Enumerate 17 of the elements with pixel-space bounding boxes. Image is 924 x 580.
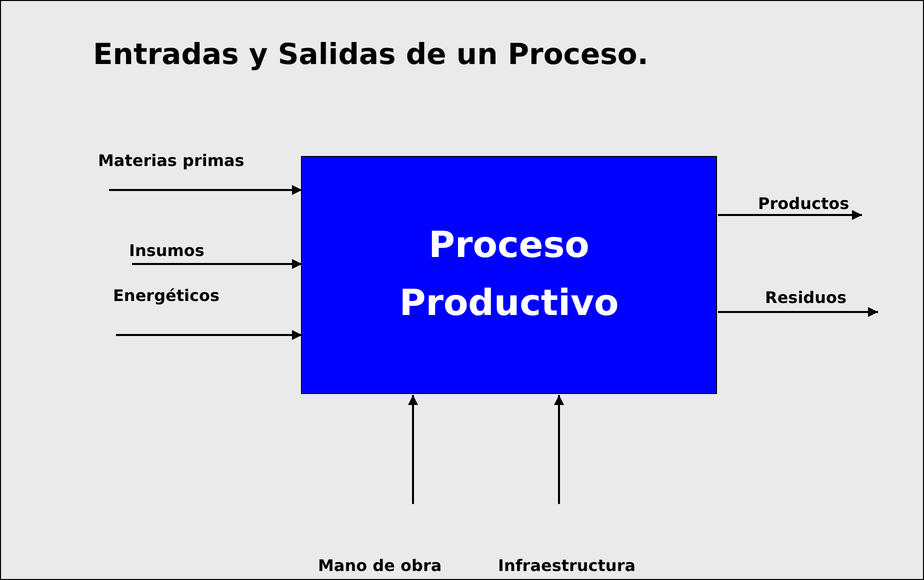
title: Entradas y Salidas de un Proceso. bbox=[93, 37, 648, 71]
flow-label: Materias primas bbox=[98, 151, 244, 170]
flow-label: Energéticos bbox=[113, 286, 220, 305]
arrow bbox=[132, 259, 302, 269]
flow-label: Mano de obra bbox=[318, 556, 442, 575]
flow-label: Productos bbox=[758, 194, 850, 213]
arrow bbox=[116, 330, 302, 340]
arrow bbox=[109, 185, 302, 195]
flow-label: Residuos bbox=[765, 288, 847, 307]
arrow bbox=[718, 210, 862, 220]
arrow bbox=[554, 395, 564, 504]
process-box bbox=[301, 156, 717, 394]
flow-label: Insumos bbox=[129, 241, 204, 260]
arrow bbox=[718, 307, 878, 317]
process-label: Proceso Productivo bbox=[398, 224, 620, 326]
flow-label: Infraestructura bbox=[498, 556, 636, 575]
arrow bbox=[408, 395, 418, 504]
